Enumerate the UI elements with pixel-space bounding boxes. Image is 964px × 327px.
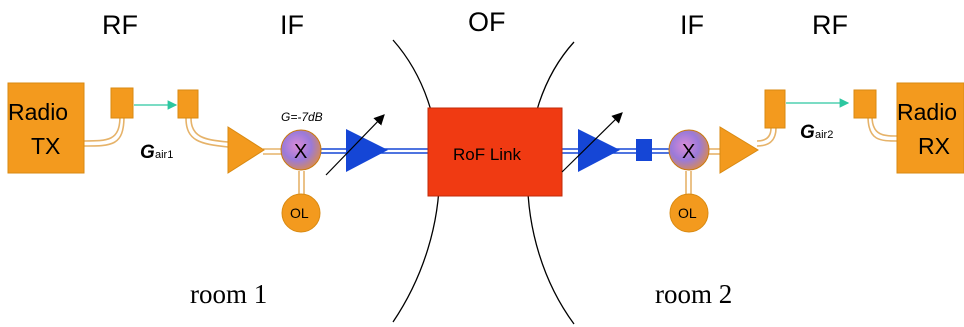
radio-tx-line1: Radio: [8, 99, 68, 125]
mixer-2-label: X: [682, 141, 695, 163]
room-1-label: room 1: [190, 279, 267, 309]
zone-label-of: OF: [468, 7, 506, 37]
radio-rx-box: Radio RX: [896, 82, 964, 174]
rof-link-box: [427, 107, 563, 197]
local-oscillator-1: [281, 193, 321, 233]
variable-gain-arrow-1: [325, 114, 385, 176]
zone-label-rf-left: RF: [102, 10, 138, 40]
radio-tx-line2: TX: [31, 133, 60, 159]
mixer-1-label: X: [294, 141, 307, 163]
room-2-label: room 2: [655, 279, 732, 309]
radio-rx-line2: RX: [918, 133, 950, 159]
coax-cable-tx: [83, 115, 125, 147]
coax-cable-amp1-mixer: [263, 148, 284, 155]
radio-rx-line1: Radio: [897, 99, 957, 125]
zone-label-if-left: IF: [280, 10, 304, 40]
antenna-tx: [110, 87, 134, 119]
mixer-gain-label: G=-7dB: [281, 110, 323, 124]
coax-cable-rx: [867, 115, 899, 142]
variable-gain-arrow-2: [561, 112, 623, 173]
local-oscillator-1-label: OL: [290, 205, 309, 221]
optical-transmitter-triangle: [346, 129, 388, 172]
rof-link-label: RoF Link: [453, 145, 522, 164]
coax-cable-antenna2: [756, 127, 777, 147]
antenna-rx-2: [853, 89, 877, 119]
mixer-1: [280, 129, 322, 171]
gain-air2-symbol: G: [800, 122, 815, 143]
gain-air1-symbol: G: [140, 142, 155, 163]
antenna-rx-1: [177, 89, 199, 119]
optical-receiver-triangle: [578, 129, 620, 172]
gain-air1-subscript: air1: [155, 149, 173, 161]
gain-air1-label: G air1: [140, 142, 173, 163]
zone-label-if-right: IF: [680, 10, 704, 40]
amplifier-1: [227, 126, 265, 174]
coax-cable-ol1: [298, 171, 305, 194]
gain-air2-subscript: air2: [815, 129, 833, 141]
amplifier-2: [719, 126, 759, 174]
filter-block: [636, 139, 652, 161]
antenna-tx-2: [764, 89, 786, 129]
zone-label-rf-right: RF: [812, 10, 848, 40]
coax-cable-ol2: [685, 171, 692, 194]
coax-cable-antenna1: [185, 117, 229, 148]
mixer-2: [668, 129, 710, 171]
local-oscillator-2: [669, 193, 709, 233]
gain-air2-label: G air2: [800, 122, 833, 143]
radio-tx-box: Radio TX: [7, 82, 85, 174]
local-oscillator-2-label: OL: [678, 205, 697, 221]
